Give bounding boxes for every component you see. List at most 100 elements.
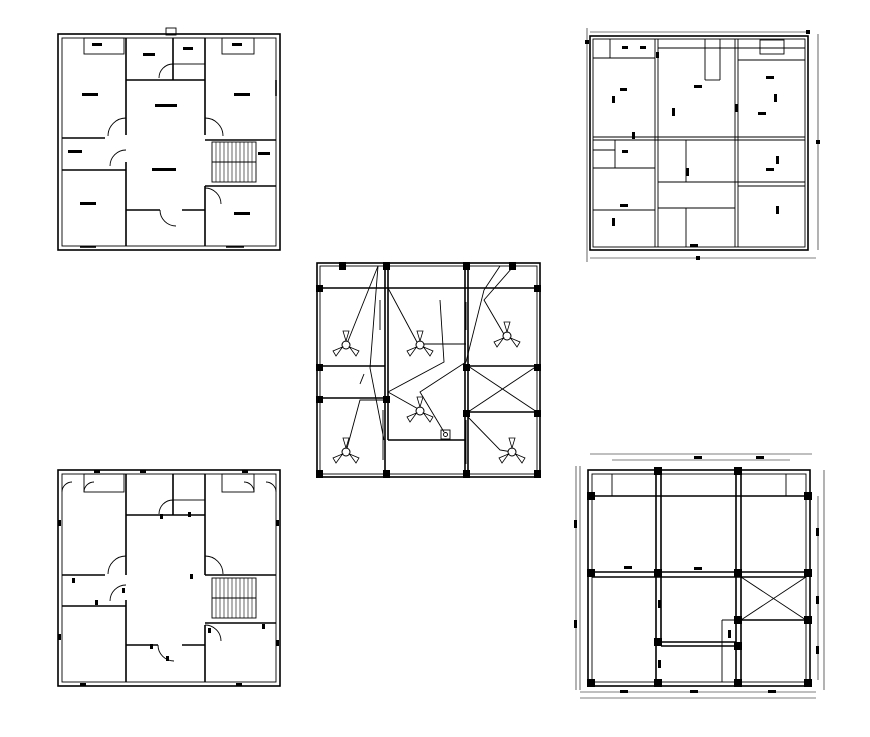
room-label bbox=[68, 150, 82, 153]
column-icon bbox=[316, 396, 323, 403]
beam-tag bbox=[574, 620, 577, 628]
door-swing-icon bbox=[107, 63, 224, 227]
inner-wall-line bbox=[61, 473, 277, 683]
beam-tag bbox=[728, 630, 731, 638]
beam-tag bbox=[574, 520, 577, 528]
room-label bbox=[80, 202, 96, 205]
column-icon bbox=[804, 616, 812, 624]
wiring-line bbox=[465, 414, 513, 453]
door-tag bbox=[150, 644, 153, 649]
room-label bbox=[183, 47, 193, 50]
store-room bbox=[172, 473, 206, 501]
room-label bbox=[143, 53, 155, 56]
column-icon bbox=[316, 470, 323, 478]
staircase-icon bbox=[211, 141, 257, 183]
column-icon bbox=[734, 679, 742, 687]
column-icon bbox=[696, 256, 700, 260]
wiring-line bbox=[369, 265, 385, 441]
column-icon bbox=[654, 467, 662, 475]
column-icon bbox=[463, 364, 470, 371]
column-icon bbox=[316, 285, 323, 292]
column-icon bbox=[654, 569, 662, 577]
column-icon bbox=[766, 168, 774, 171]
column-icon bbox=[734, 616, 742, 624]
column-icon bbox=[463, 470, 470, 478]
column-icon bbox=[612, 96, 615, 103]
beam-tag bbox=[690, 690, 698, 693]
column-icon bbox=[585, 40, 589, 44]
column-icon bbox=[804, 492, 812, 500]
outer-wall bbox=[57, 469, 281, 687]
door-tag bbox=[166, 656, 169, 661]
column-icon bbox=[758, 112, 766, 115]
column-icon bbox=[509, 262, 516, 270]
column-icon bbox=[640, 46, 646, 49]
room-label bbox=[152, 168, 176, 171]
column-icon bbox=[776, 206, 779, 214]
window-tag bbox=[236, 683, 242, 686]
wiring-line bbox=[387, 391, 421, 411]
switch-board-icon bbox=[440, 429, 451, 440]
door-tag bbox=[95, 600, 98, 605]
column-icon bbox=[339, 262, 346, 270]
outer-wall bbox=[587, 469, 811, 687]
beam-tag bbox=[816, 528, 819, 536]
ceiling-fan-icon bbox=[493, 321, 521, 348]
room-label bbox=[234, 212, 250, 215]
column-icon bbox=[534, 470, 541, 478]
column-icon bbox=[316, 364, 323, 371]
door-tag bbox=[122, 588, 125, 593]
outer-wall bbox=[57, 33, 281, 251]
staircase-icon bbox=[211, 577, 257, 619]
column-icon bbox=[587, 679, 595, 687]
ceiling-fan-icon bbox=[406, 330, 434, 357]
window-tag bbox=[58, 520, 61, 526]
column-layout-top-right bbox=[585, 28, 820, 262]
inner-wall-line bbox=[591, 473, 807, 683]
room-label bbox=[92, 43, 102, 46]
door-tag bbox=[188, 512, 191, 517]
toilet-block bbox=[83, 473, 125, 493]
column-icon bbox=[534, 364, 541, 371]
door-window-plan-bottom-left bbox=[57, 469, 281, 687]
column-icon bbox=[383, 262, 390, 270]
beam-tag bbox=[620, 690, 628, 693]
room-label bbox=[155, 104, 177, 107]
column-icon bbox=[587, 492, 595, 500]
door-tag bbox=[262, 624, 265, 629]
column-icon bbox=[766, 76, 774, 79]
window-tag bbox=[276, 520, 279, 526]
beam-tag bbox=[768, 690, 776, 693]
floor-plan-top-left bbox=[57, 27, 281, 251]
outer-wall bbox=[589, 35, 809, 251]
column-icon bbox=[694, 85, 702, 88]
beam-tag bbox=[658, 660, 661, 668]
column-icon bbox=[816, 140, 820, 144]
beam-tag bbox=[756, 456, 764, 459]
column-icon bbox=[776, 156, 779, 164]
column-icon bbox=[534, 410, 541, 417]
store-room bbox=[172, 37, 206, 65]
room-label bbox=[82, 93, 98, 96]
toilet-block bbox=[221, 473, 255, 493]
column-icon bbox=[632, 132, 635, 139]
inner-wall-line bbox=[592, 38, 806, 248]
toilet-block bbox=[221, 37, 255, 55]
column-icon bbox=[383, 396, 390, 403]
room-label bbox=[232, 43, 242, 46]
window-tag bbox=[94, 470, 100, 473]
window-tag bbox=[140, 470, 146, 473]
column-icon bbox=[622, 150, 628, 153]
column-icon bbox=[734, 569, 742, 577]
window-tag bbox=[242, 470, 248, 473]
ceiling-fan-icon bbox=[332, 437, 360, 464]
column-icon bbox=[656, 52, 659, 58]
column-icon bbox=[654, 638, 662, 646]
ceiling-fan-icon bbox=[498, 437, 526, 464]
beam-tag bbox=[658, 600, 661, 608]
column-icon bbox=[654, 679, 662, 687]
wiring-line bbox=[359, 373, 365, 385]
column-icon bbox=[734, 642, 742, 650]
